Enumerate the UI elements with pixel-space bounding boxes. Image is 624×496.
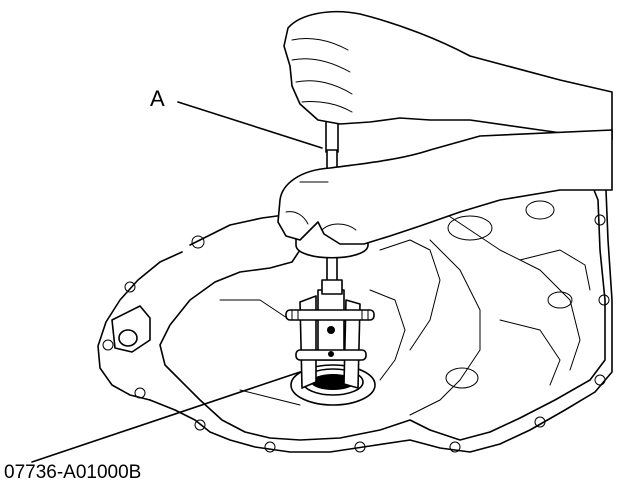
hand-lower bbox=[277, 129, 613, 245]
leader-lines bbox=[31, 101, 323, 463]
figure-id-label: 07736-A01000B bbox=[4, 462, 142, 483]
bearing-puller bbox=[285, 289, 375, 389]
hand-upper bbox=[283, 10, 613, 141]
callout-label-a: A bbox=[150, 86, 165, 111]
transmission-housing bbox=[97, 174, 613, 453]
